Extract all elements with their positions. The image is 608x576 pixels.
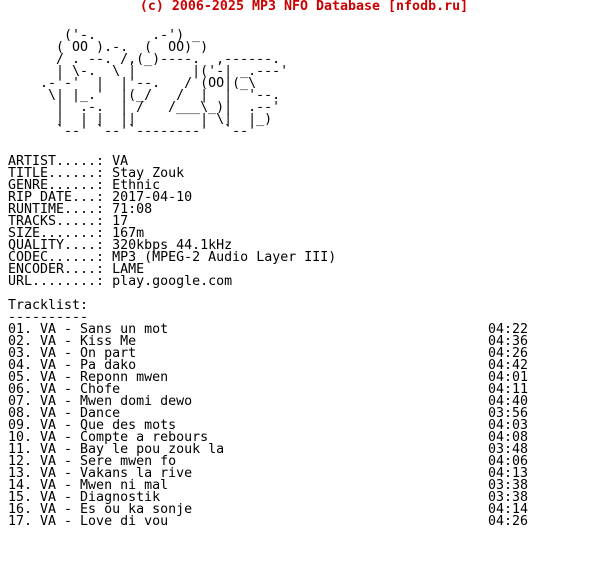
nfodb-copyright-header: (c) 2006-2025 MP3 NFO Database [nfodb.ru… [139,0,469,14]
track-duration: 04:26 [488,514,529,529]
track-row: 01. VA - Sans un mot 04:22 [8,322,568,337]
release-info: ARTIST.....: VA TITLE......: Stay Zouk G… [8,154,337,289]
info-row-tracks: TRACKS.....: 17 [8,214,336,229]
track-row: 16. VA - Es ou ka sonje 04:14 [8,502,568,517]
track-row: 13. VA - Vakans la rive 04:13 [8,466,568,481]
track-duration: 03:56 [488,406,529,421]
track-row: 11. VA - Bay le pou zouk la 03:48 [8,442,568,457]
info-row-encoder: ENCODER....: LAME [8,262,336,277]
track-title: 15. VA - Diagnostik [8,490,161,505]
tracklist: Tracklist: ---------- 01. VA - Sans un m… [8,298,568,529]
tracklist-heading: Tracklist: [8,298,89,313]
track-row: 02. VA - Kiss Me 04:36 [8,334,568,349]
track-duration: 03:38 [488,478,529,493]
track-row: 05. VA - Reponn mwen 04:01 [8,370,568,385]
info-value: 167m [112,226,145,241]
track-row: 09. VA - Que des mots 04:03 [8,418,568,433]
info-row-size: SIZE.......: 167m [8,226,336,241]
track-title: 08. VA - Dance [8,406,121,421]
info-row-runtime: RUNTIME....: 71:08 [8,202,336,217]
info-label: TITLE......: [8,166,105,181]
tracklist-underline: ---------- [8,310,89,325]
track-row: 06. VA - Chofe 04:11 [8,382,568,397]
info-label: ARTIST.....: [8,154,105,169]
track-title: 01. VA - Sans un mot [8,322,169,337]
track-duration: 04:08 [488,430,529,445]
track-title: 07. VA - Mwen domi dewo [8,394,193,409]
info-row-url: URL........: play.google.com [8,274,336,289]
info-label: TRACKS.....: [8,214,105,229]
track-row: 04. VA - Pa dako 04:42 [8,358,568,373]
track-row: 15. VA - Diagnostik 03:38 [8,490,568,505]
track-title: 16. VA - Es ou ka sonje [8,502,193,517]
track-duration: 03:48 [488,442,529,457]
track-duration: 04:13 [488,466,529,481]
track-duration: 04:03 [488,418,529,433]
info-label: URL........: [8,274,105,289]
track-row: 12. VA - Sere mwen fo 04:06 [8,454,568,469]
track-duration: 04:14 [488,502,529,517]
info-label: ENCODER....: [8,262,105,277]
info-value: Stay Zouk [112,166,185,181]
track-row: 17. VA - Love di vou 04:26 [8,514,568,529]
info-row-artist: ARTIST.....: VA [8,154,336,169]
info-label: RIP DATE...: [8,190,105,205]
track-title: 03. VA - On part [8,346,137,361]
track-title: 17. VA - Love di vou [8,514,169,529]
info-value: Ethnic [112,178,161,193]
info-value: 2017-04-10 [112,190,193,205]
track-row: 03. VA - On part 04:26 [8,346,568,361]
info-value: LAME [112,262,145,277]
track-duration: 04:40 [488,394,529,409]
info-row-codec: CODEC......: MP3 (MPEG-2 Audio Layer III… [8,250,337,265]
info-value: VA [112,154,129,169]
track-title: 06. VA - Chofe [8,382,121,397]
info-label: RUNTIME....: [8,202,105,217]
track-title: 13. VA - Vakans la rive [8,466,193,481]
track-row: 10. VA - Compte a rebours 04:08 [8,430,568,445]
info-label: SIZE.......: [8,226,105,241]
info-value: play.google.com [112,274,233,289]
info-value: 320kbps 44.1kHz [112,238,233,253]
ascii-art-logo: ('-. .-') _ ( OO ).-. ( OO) ) / . --. /,… [40,28,289,139]
track-title: 04. VA - Pa dako [8,358,137,373]
track-title: 12. VA - Sere mwen fo [8,454,177,469]
info-label: CODEC......: [8,250,105,265]
info-value: MP3 (MPEG-2 Audio Layer III) [112,250,337,265]
info-row-title: TITLE......: Stay Zouk [8,166,336,181]
track-duration: 04:22 [488,322,529,337]
info-row-genre: GENRE......: Ethnic [8,178,336,193]
info-row-rip-date: RIP DATE...: 2017-04-10 [8,190,336,205]
track-title: 09. VA - Que des mots [8,418,177,433]
track-title: 11. VA - Bay le pou zouk la [8,442,225,457]
info-value: 17 [112,214,129,229]
track-duration: 03:38 [488,490,529,505]
track-row: 14. VA - Mwen ni mal 03:38 [8,478,568,493]
track-title: 02. VA - Kiss Me [8,334,137,349]
track-duration: 04:36 [488,334,529,349]
track-duration: 04:06 [488,454,529,469]
track-duration: 04:11 [488,382,529,397]
track-duration: 04:26 [488,346,529,361]
track-title: 05. VA - Reponn mwen [8,370,169,385]
track-row: 08. VA - Dance 03:56 [8,406,568,421]
info-label: GENRE......: [8,178,105,193]
track-title: 10. VA - Compte a rebours [8,430,209,445]
track-duration: 04:01 [488,370,529,385]
track-duration: 04:42 [488,358,529,373]
info-value: 71:08 [112,202,153,217]
track-row: 07. VA - Mwen domi dewo 04:40 [8,394,568,409]
track-title: 14. VA - Mwen ni mal [8,478,169,493]
info-row-quality: QUALITY....: 320kbps 44.1kHz [8,238,336,253]
info-label: QUALITY....: [8,238,105,253]
